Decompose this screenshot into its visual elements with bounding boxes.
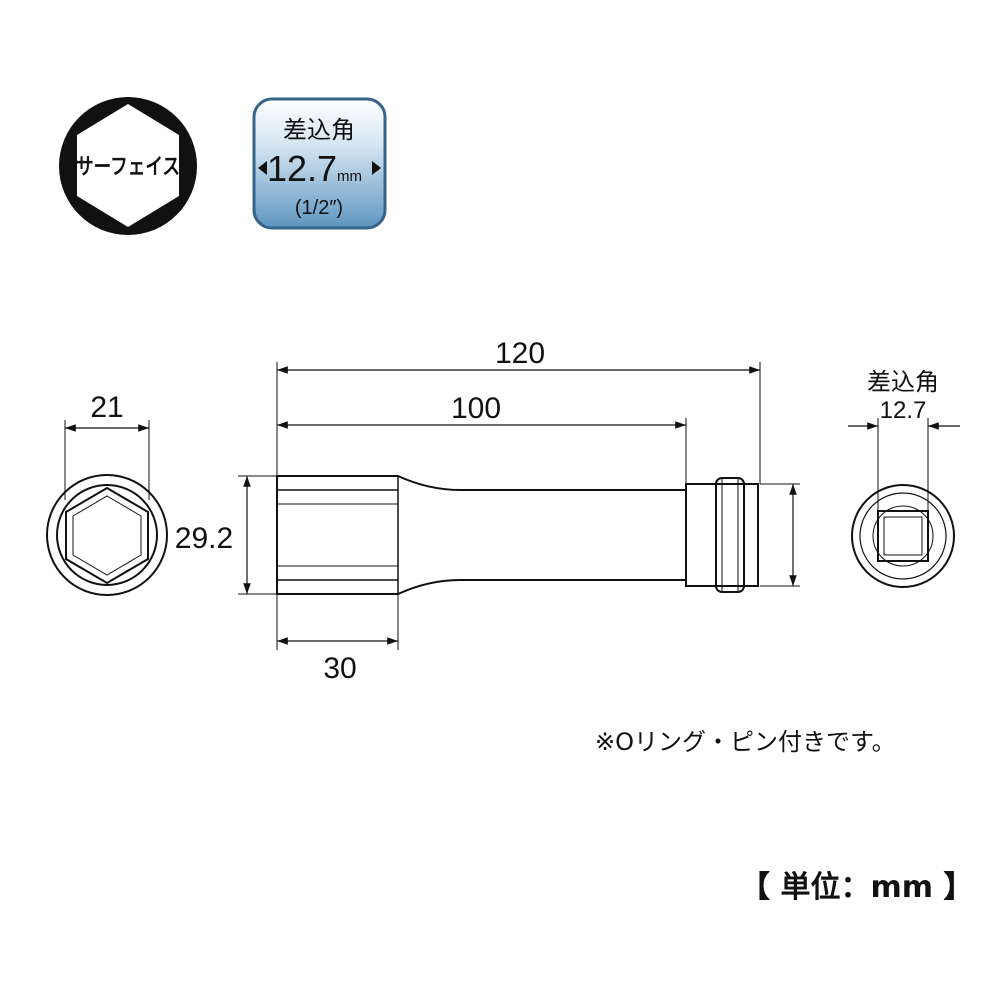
hex-depth-dimension (276, 594, 399, 650)
rear-view-square-drive (848, 418, 960, 588)
hex-depth-label: 30 (323, 652, 356, 685)
surface-type-badge: サーフェイス (59, 97, 197, 235)
body-length-label: 100 (451, 392, 501, 425)
drive-size-inch: (1/2″) (295, 197, 343, 219)
overall-length-dimension (276, 362, 761, 484)
surface-type-label: サーフェイス (76, 155, 180, 180)
body-length-dimension (277, 418, 687, 490)
drive-size-badge: 差込角 12.7 mm (1/2″) (252, 97, 387, 230)
drive-size-value: 12.7 (267, 148, 337, 189)
o-ring-pin-note: ※Oリング・ピン付きです。 (595, 728, 896, 756)
outer-diameter-label: 29.2 (175, 522, 233, 555)
drive-end-height-dimension (760, 483, 800, 587)
hex-shape (77, 104, 179, 227)
unit-label: 【 単位：mm 】 (740, 870, 974, 905)
outer-diameter-dimension (238, 475, 277, 595)
drive-size-unit: mm (337, 168, 362, 185)
side-view-socket (276, 475, 759, 595)
arrow-left-icon (258, 161, 267, 175)
drive-dimension-title: 差込角 (867, 369, 939, 396)
hex-size-label: 21 (90, 391, 123, 424)
front-view-hex (46, 420, 168, 596)
drive-dimension-value: 12.7 (880, 397, 927, 424)
arrow-right-icon (372, 161, 381, 175)
drive-size-title: 差込角 (283, 117, 355, 144)
overall-length-label: 120 (495, 337, 545, 370)
